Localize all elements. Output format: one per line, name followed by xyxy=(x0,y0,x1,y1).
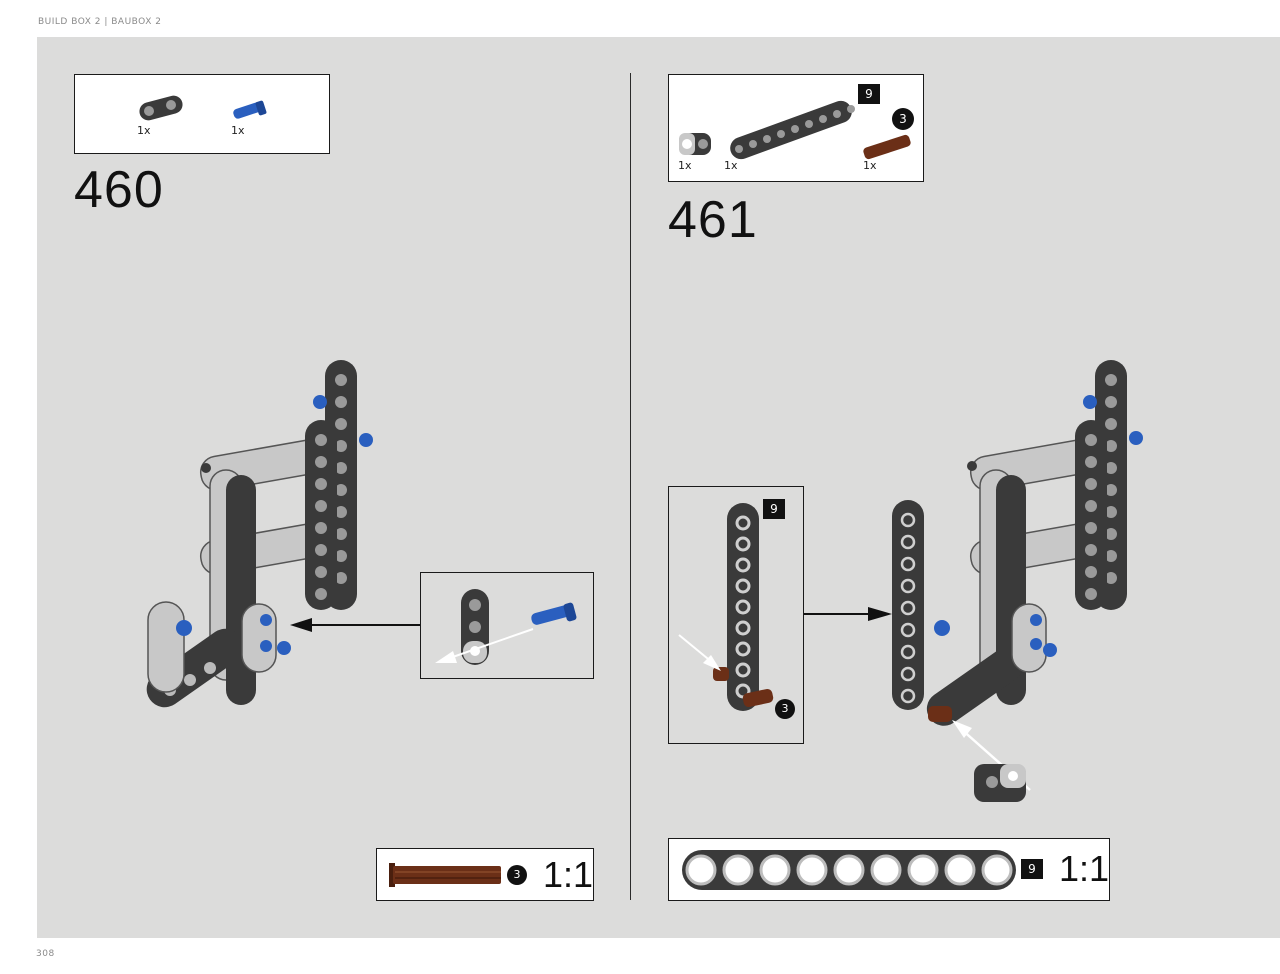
beam-9-icon xyxy=(682,850,1016,890)
part-qty: 1x xyxy=(137,124,151,137)
brown-axle-icon xyxy=(389,863,501,887)
parts-list-460: 1x 1x xyxy=(74,74,330,154)
dark-connector-icon xyxy=(139,95,183,121)
assembly-illustration-461 xyxy=(892,360,1143,802)
scale-box-460: 3 1:1 xyxy=(376,848,594,901)
beam-9-icon xyxy=(730,100,855,160)
insert-arrow-icon xyxy=(290,618,422,632)
callout-box-460 xyxy=(420,572,594,679)
beam-9-icon xyxy=(727,503,759,711)
parts-list-461: 1x 1x 9 1x 3 xyxy=(668,74,924,182)
beam-length-badge: 9 xyxy=(763,499,785,519)
step-number: 461 xyxy=(668,191,758,249)
part-qty: 1x xyxy=(678,159,692,172)
dark-connector-icon xyxy=(679,133,711,155)
header: BUILD BOX 2 | BAUBOX 2 xyxy=(38,17,162,27)
step-number: 460 xyxy=(74,161,164,219)
attach-arrow-icon xyxy=(804,607,892,621)
step-divider xyxy=(630,73,631,900)
scale-label: 1:1 xyxy=(543,854,594,895)
beam-length-badge: 9 xyxy=(1021,859,1043,879)
part-qty: 1x xyxy=(863,159,877,172)
brown-axle-icon xyxy=(713,667,774,708)
assembly-illustration-460 xyxy=(146,360,373,708)
part-qty: 1x xyxy=(231,124,245,137)
axle-length-badge: 3 xyxy=(775,699,795,719)
insert-arrow-icon xyxy=(678,634,721,671)
part-qty: 1x xyxy=(724,159,738,172)
brown-axle-icon xyxy=(863,134,911,160)
subassembly-box-461: 9 3 xyxy=(668,486,804,744)
axle-length-badge: 3 xyxy=(507,865,527,885)
scale-box-461: 9 1:1 xyxy=(668,838,1110,901)
beam-length-badge: 9 xyxy=(858,84,880,104)
blue-pin-icon xyxy=(233,100,267,119)
blue-pin-icon xyxy=(531,602,577,625)
insert-arrow-icon xyxy=(435,628,534,663)
page-number: 308 xyxy=(36,949,55,959)
axle-length-badge: 3 xyxy=(892,108,914,130)
scale-label: 1:1 xyxy=(1059,848,1110,889)
